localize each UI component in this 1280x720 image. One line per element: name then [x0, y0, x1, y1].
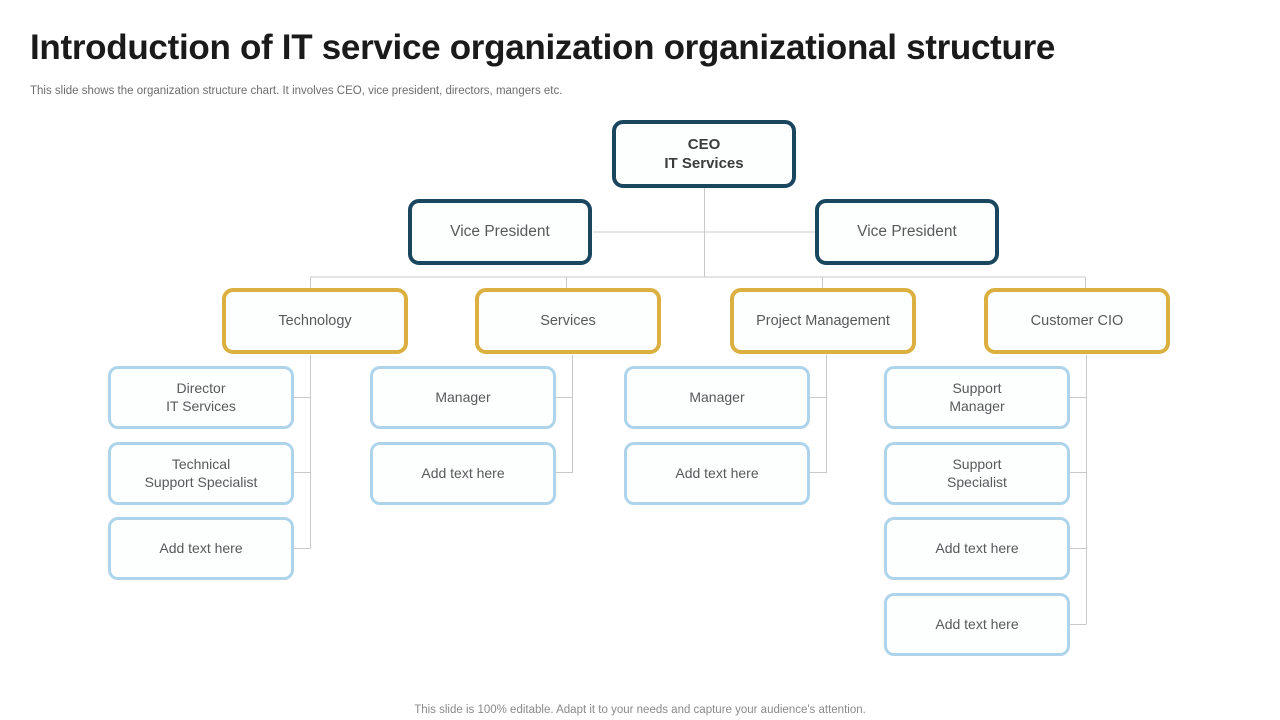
- node-staff-technical-support-specialist[interactable]: Technical Support Specialist: [108, 442, 294, 505]
- node-department-services[interactable]: Services: [475, 288, 661, 354]
- node-ceo[interactable]: CEO IT Services: [612, 120, 796, 188]
- node-staff-technology-add-text[interactable]: Add text here: [108, 517, 294, 580]
- node-staff-services-add-text[interactable]: Add text here: [370, 442, 556, 505]
- node-vice-president-right[interactable]: Vice President: [815, 199, 999, 265]
- node-staff-project-manager[interactable]: Manager: [624, 366, 810, 429]
- node-department-project-management[interactable]: Project Management: [730, 288, 916, 354]
- slide-footer-note: This slide is 100% editable. Adapt it to…: [414, 704, 866, 716]
- node-vice-president-left[interactable]: Vice President: [408, 199, 592, 265]
- node-department-customer-cio[interactable]: Customer CIO: [984, 288, 1170, 354]
- node-staff-customer-add-text-2[interactable]: Add text here: [884, 593, 1070, 656]
- node-staff-services-manager[interactable]: Manager: [370, 366, 556, 429]
- node-staff-project-add-text[interactable]: Add text here: [624, 442, 810, 505]
- node-staff-support-specialist[interactable]: Support Specialist: [884, 442, 1070, 505]
- node-staff-customer-add-text-1[interactable]: Add text here: [884, 517, 1070, 580]
- node-department-technology[interactable]: Technology: [222, 288, 408, 354]
- node-staff-support-manager[interactable]: Support Manager: [884, 366, 1070, 429]
- page-title: Introduction of IT service organization …: [30, 28, 1056, 67]
- node-staff-director-it-services[interactable]: Director IT Services: [108, 366, 294, 429]
- page-subtitle: This slide shows the organization struct…: [30, 85, 563, 97]
